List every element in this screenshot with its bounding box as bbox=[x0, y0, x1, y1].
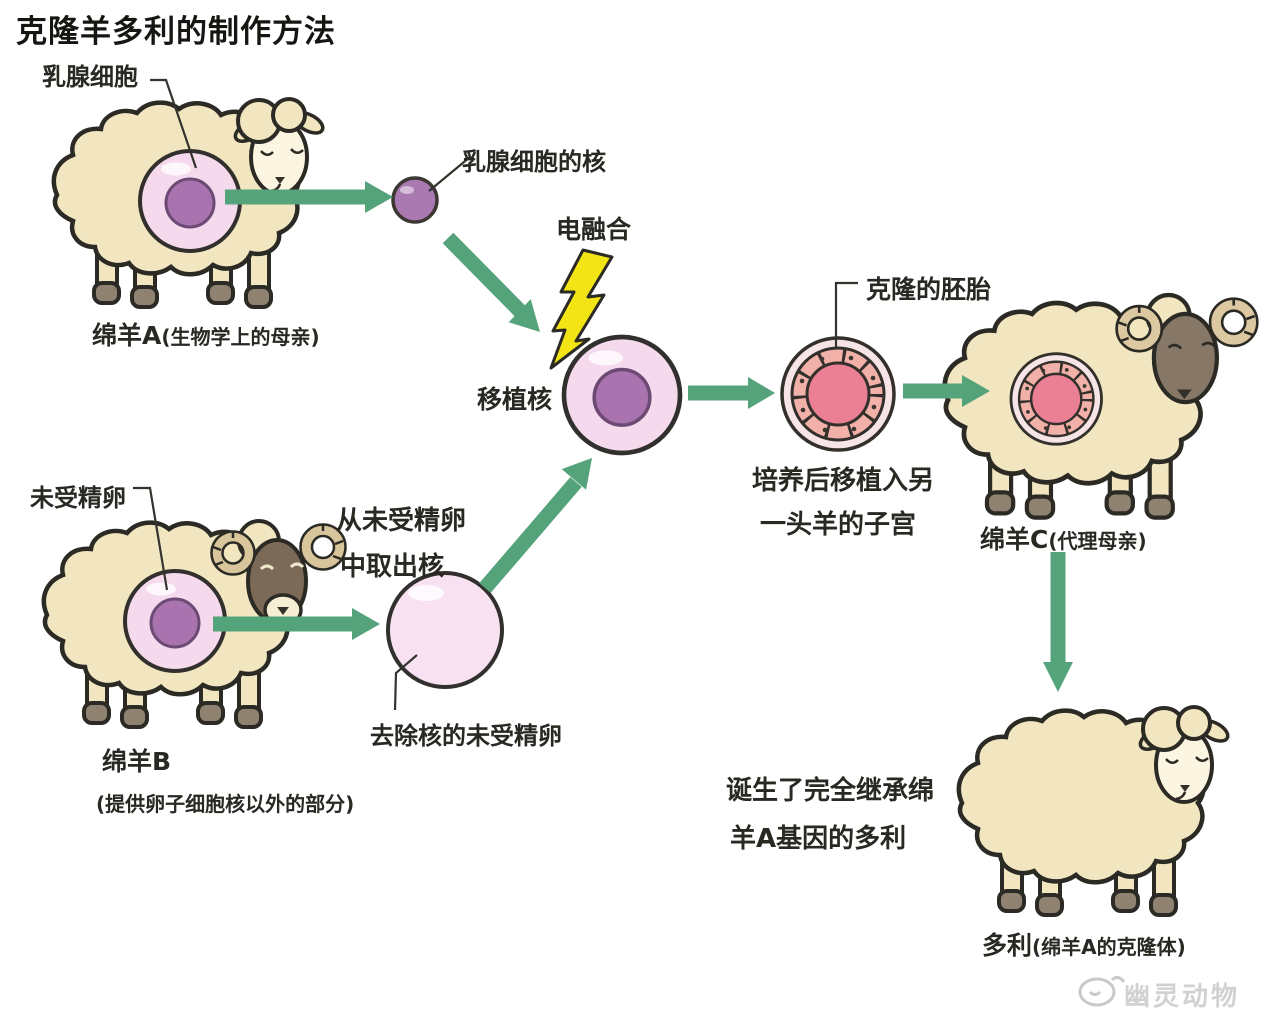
caption-sheep-b-name: 绵羊B bbox=[102, 747, 172, 776]
caption-sheep-c: 绵羊C(代理母亲) bbox=[980, 520, 1147, 556]
caption-dolly-name: 多利 bbox=[982, 931, 1033, 960]
arrow-heads bbox=[352, 181, 1073, 692]
sheep-c-illustration bbox=[945, 295, 1258, 518]
watermark: 幽灵动物 bbox=[1124, 982, 1241, 1012]
label-mammary-nucleus: 乳腺细胞的核 bbox=[462, 148, 606, 176]
caption-sheep-c-name: 绵羊C bbox=[980, 525, 1049, 554]
dolly-illustration bbox=[959, 705, 1233, 917]
arrow-nucleus-to-fused-cell bbox=[442, 232, 526, 317]
caption-sheep-c-role: (代理母亲) bbox=[1048, 529, 1147, 553]
label-extract-line-2: 中取出核 bbox=[340, 552, 445, 582]
page-title: 克隆羊多利的制作方法 bbox=[16, 14, 336, 50]
mammary-nucleus-pointer-line bbox=[428, 156, 471, 192]
arrow-egg-to-fused-cell bbox=[479, 477, 582, 593]
label-unfertilized-egg: 未受精卵 bbox=[30, 484, 126, 512]
mammary-nucleus-circle bbox=[391, 176, 439, 224]
caption-dolly: 多利(绵羊A的克隆体) bbox=[982, 926, 1186, 962]
ghost-icon bbox=[1078, 975, 1126, 1007]
label-extract-line-1: 从未受精卵 bbox=[336, 506, 467, 536]
label-mammary-cell: 乳腺细胞 bbox=[42, 63, 138, 91]
label-enucleated-egg: 去除核的未受精卵 bbox=[370, 722, 562, 750]
fused-cell-illustration bbox=[564, 337, 680, 453]
enucleated-egg-illustration bbox=[386, 571, 504, 689]
label-culture-line-1: 培养后移植入另 bbox=[752, 466, 935, 496]
caption-sheep-a-role: (生物学上的母亲) bbox=[161, 325, 320, 349]
pointer-lines bbox=[133, 78, 858, 711]
enucleated-egg-pointer-line bbox=[393, 654, 418, 711]
label-birth-line-1: 诞生了完全继承绵 bbox=[726, 776, 935, 806]
caption-sheep-a: 绵羊A(生物学上的母亲) bbox=[92, 316, 320, 352]
mammary-cell-pointer-line bbox=[150, 78, 198, 169]
caption-dolly-role: (绵羊A的克隆体) bbox=[1032, 935, 1186, 959]
lightning-icon bbox=[549, 248, 614, 370]
unfertilized-egg-pointer-line bbox=[133, 486, 169, 591]
caption-sheep-b-role: (提供卵子细胞核以外的部分) bbox=[96, 792, 355, 816]
embryo-illustration bbox=[782, 338, 894, 450]
label-cloned-embryo: 克隆的胚胎 bbox=[866, 275, 992, 304]
caption-sheep-a-name: 绵羊A bbox=[92, 321, 162, 350]
label-transplant-nucleus: 移植核 bbox=[477, 385, 553, 414]
label-electrofusion: 电融合 bbox=[556, 215, 632, 244]
cloned-embryo-pointer-line bbox=[834, 281, 858, 347]
label-culture-line-2: 一头羊的子宫 bbox=[760, 510, 917, 540]
label-birth-line-2: 羊A基因的多利 bbox=[730, 824, 907, 854]
